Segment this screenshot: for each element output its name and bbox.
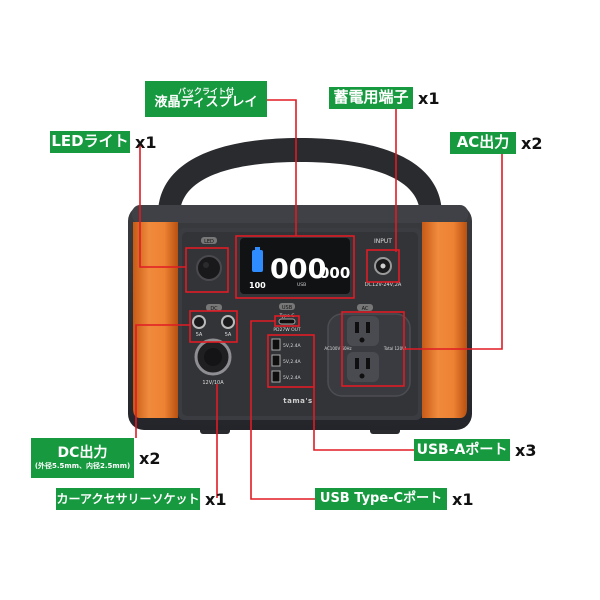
- ac-outlet-1: [347, 316, 379, 346]
- car-socket-spec: 12V/10A: [202, 380, 224, 386]
- usb-tag: [279, 303, 295, 310]
- usb-a-3-spec: 5V,2.4A: [283, 375, 302, 381]
- callout-lcd-line1: バックライト付: [178, 86, 234, 96]
- callout-car-label: カーアクセサリーソケット: [56, 488, 200, 510]
- callout-dc-out-text: DC出力: [57, 444, 108, 461]
- ac-spec: AC100V 60Hz: [324, 346, 351, 351]
- callout-usba-text: USB-Aポート: [416, 441, 508, 458]
- callout-usba: USB-Aポート x3: [414, 439, 536, 461]
- carry-handle: [158, 138, 442, 215]
- callout-dc-in-label: 蓄電用端子: [329, 87, 413, 109]
- typec-spec: PD27W OUT: [273, 327, 301, 333]
- callout-led: LEDライト x1: [50, 131, 156, 153]
- lcd-usb-indicator: USB: [297, 282, 306, 288]
- usb-a-2-spec: 5V,2.4A: [283, 359, 302, 365]
- callout-led-label: LEDライト: [50, 131, 130, 153]
- callout-usbc-label: USB Type-Cポート: [315, 488, 447, 510]
- dc-jack-2-spec: 5A: [225, 332, 232, 338]
- usb-a-port-3: [271, 370, 281, 383]
- usb-tag-text: USB: [282, 305, 293, 311]
- battery-percent: 100: [249, 281, 266, 290]
- callout-usba-label: USB-Aポート: [414, 439, 510, 461]
- lcd-highlight-box: [235, 235, 355, 299]
- callout-led-count: x1: [135, 132, 157, 152]
- brand-logo: tama's: [283, 397, 312, 405]
- usb-a-port-1: [271, 338, 281, 351]
- callout-usbc: USB Type-Cポート x1: [315, 488, 473, 510]
- callout-dc-out: DC出力 (外径5.5mm、内径2.5mm) x2: [31, 438, 160, 478]
- callout-dc-in-count: x1: [418, 88, 440, 108]
- callout-led-text: LEDライト: [51, 132, 129, 151]
- dc-tag-text: DC: [210, 306, 218, 312]
- callout-dc-out-label: DC出力 (外径5.5mm、内径2.5mm): [31, 438, 134, 478]
- dc-jack-1-spec: 5A: [196, 332, 203, 338]
- callout-lcd-label: バックライト付 液晶ディスプレイ: [145, 81, 267, 117]
- callout-usba-count: x3: [515, 440, 537, 460]
- dc-tag: [206, 304, 222, 311]
- usb-a-port-2: [271, 354, 281, 367]
- callout-car-count: x1: [205, 489, 227, 509]
- dc-out-jack-1: [192, 315, 206, 329]
- ac-tag: [357, 304, 373, 311]
- input-tag: INPUT: [374, 238, 392, 245]
- callout-dc-in-text: 蓄電用端子: [333, 88, 409, 107]
- led-tag: [201, 237, 217, 244]
- callout-dc-in: 蓄電用端子 x1: [329, 87, 439, 109]
- usb-a-1-spec: 5V,2.4A: [283, 343, 302, 349]
- dc-highlight-box: [189, 310, 238, 343]
- callout-dc-out-subtext: (外径5.5mm、内径2.5mm): [34, 461, 131, 470]
- callout-ac: AC出力 x2: [450, 132, 542, 154]
- led-tag-text: LED: [204, 239, 214, 245]
- left-orange-panel: [133, 222, 178, 418]
- callout-car-text: カーアクセサリーソケット: [56, 491, 200, 506]
- callout-car: カーアクセサリーソケット x1: [56, 488, 226, 510]
- ac-outlet-2: [347, 352, 379, 382]
- usb-c-port: [278, 318, 296, 325]
- lcd-small-digits: 000: [319, 264, 350, 282]
- callout-ac-count: x2: [521, 133, 543, 153]
- led-highlight-box: [185, 247, 229, 293]
- callout-usbc-count: x1: [452, 489, 474, 509]
- callout-usbc-text: USB Type-Cポート: [319, 491, 443, 507]
- lcd-display: [240, 238, 350, 294]
- callout-lcd: バックライト付 液晶ディスプレイ: [145, 81, 267, 117]
- callout-ac-label: AC出力: [450, 132, 516, 154]
- right-orange-panel: [422, 222, 467, 418]
- ac-total: Total 120W: [383, 346, 406, 351]
- callout-dc-out-count: x2: [139, 448, 161, 468]
- dc-out-jack-2: [221, 315, 235, 329]
- callout-lcd-line2: 液晶ディスプレイ: [154, 95, 258, 111]
- led-light-lens: [196, 255, 222, 281]
- battery-icon: [252, 250, 263, 272]
- lcd-main-digits: 000: [270, 254, 326, 285]
- ac-tag-text: AC: [362, 306, 369, 312]
- callout-ac-text: AC出力: [456, 133, 510, 152]
- input-spec: DC12V-24V,2A: [365, 282, 402, 288]
